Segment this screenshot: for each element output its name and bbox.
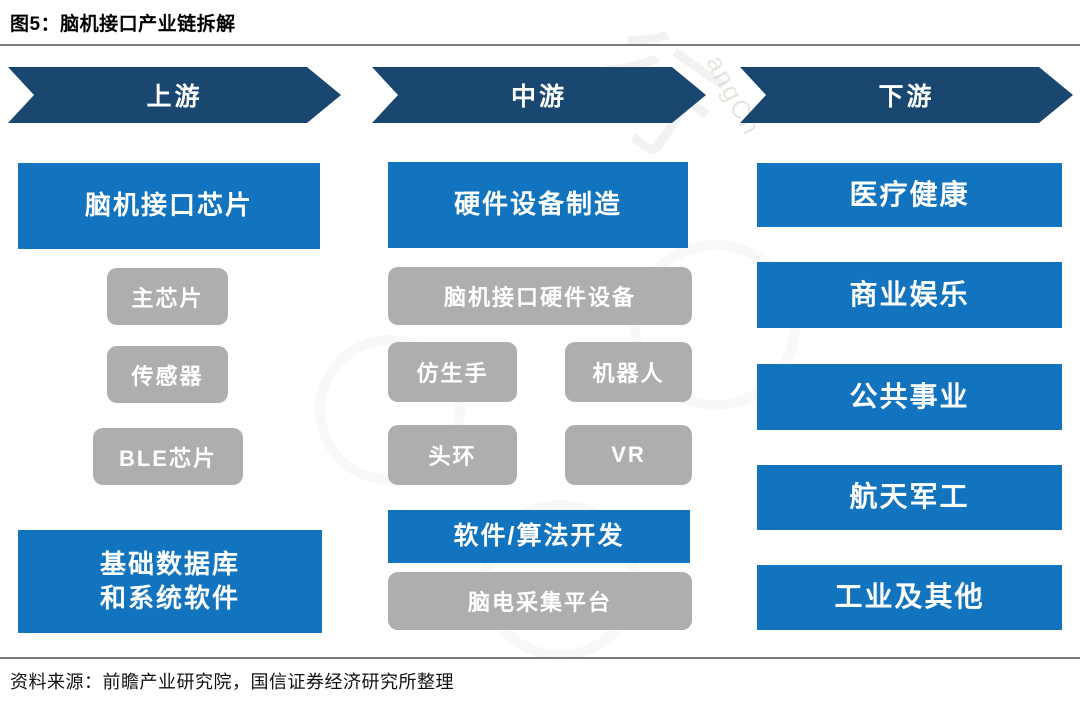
- footer-divider: [0, 657, 1080, 659]
- figure-title: 图5：脑机接口产业链拆解: [10, 14, 236, 35]
- node-eeg-collection-platform: 脑电采集平台: [388, 572, 692, 630]
- node-sensor: 传感器: [107, 346, 228, 403]
- stage-arrow-upstream: 上游: [8, 67, 341, 123]
- node-industry-and-others: 工业及其他: [757, 565, 1062, 630]
- title-divider: [0, 44, 1080, 46]
- node-public-utility: 公共事业: [757, 364, 1062, 430]
- watermark-latin: angCh: [700, 49, 768, 141]
- stage-arrow-midstream: 中游: [372, 67, 706, 123]
- node-bci-hardware-device: 脑机接口硬件设备: [388, 267, 692, 325]
- node-medical-health: 医疗健康: [757, 163, 1062, 227]
- node-database-system-software: 基础数据库 和系统软件: [18, 530, 322, 633]
- node-ble-chip: BLE芯片: [93, 428, 243, 485]
- stage-arrow-downstream: 下游: [740, 67, 1073, 123]
- node-vr: VR: [565, 425, 692, 485]
- node-headband: 头环: [388, 425, 517, 485]
- node-aerospace-military: 航天军工: [757, 465, 1062, 530]
- source-note: 资料来源：前瞻产业研究院，国信证券经济研究所整理: [10, 672, 454, 692]
- node-main-chip: 主芯片: [107, 268, 228, 325]
- node-bionic-hand: 仿生手: [388, 342, 517, 402]
- node-software-algorithm-dev: 软件/算法开发: [388, 510, 690, 563]
- node-robot: 机器人: [565, 342, 692, 402]
- node-brain-chip: 脑机接口芯片: [18, 163, 320, 249]
- node-hardware-manufacturing: 硬件设备制造: [388, 162, 688, 248]
- node-commercial-entertainment: 商业娱乐: [757, 262, 1062, 328]
